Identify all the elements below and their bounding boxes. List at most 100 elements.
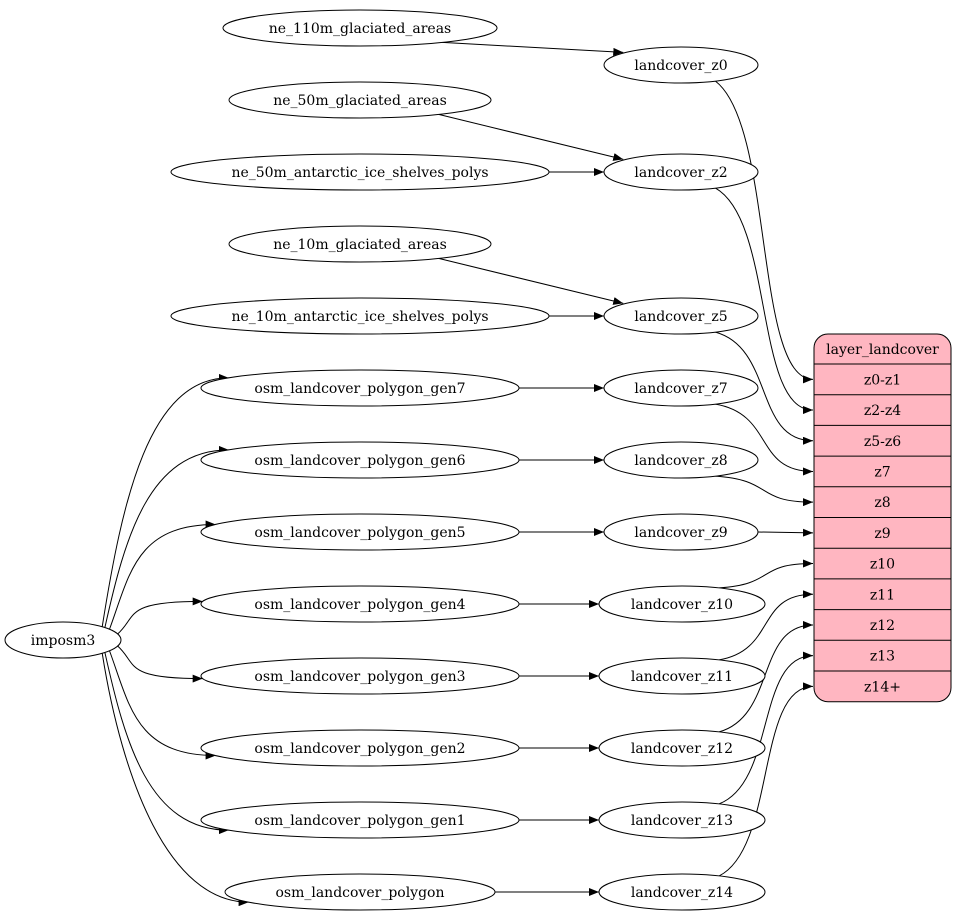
node-landcover-z5[interactable]: landcover_z5 — [603, 297, 759, 335]
node-landcover-z2[interactable]: landcover_z2 — [603, 153, 759, 191]
record-port-z12: z12 — [870, 618, 895, 634]
node-label: osm_landcover_polygon_gen4 — [254, 597, 465, 613]
node-landcover-z11[interactable]: landcover_z11 — [598, 657, 766, 695]
node-label: landcover_z8 — [634, 453, 727, 469]
node-ellipse — [603, 441, 759, 479]
node-osm-landcover-polygon-gen4[interactable]: osm_landcover_polygon_gen4 — [200, 585, 520, 623]
edge-imposm3-to-osm-landcover-polygon-gen1 — [104, 652, 229, 835]
node-landcover-z10[interactable]: landcover_z10 — [598, 585, 766, 623]
edge-landcover-z7-to-layer-landcover-z7 — [715, 403, 814, 476]
node-label: landcover_z0 — [634, 58, 727, 74]
record-port-z14+: z14+ — [864, 679, 901, 695]
node-landcover-z8[interactable]: landcover_z8 — [603, 441, 759, 479]
node-label: ne_10m_antarctic_ice_shelves_polys — [231, 309, 488, 325]
node-ellipse — [200, 369, 520, 407]
node-label: ne_10m_glaciated_areas — [273, 237, 447, 253]
record-port-z9: z9 — [874, 526, 890, 542]
node-label: osm_landcover_polygon_gen6 — [254, 453, 465, 469]
node-ellipse — [603, 297, 759, 335]
node-ellipse — [222, 9, 498, 47]
node-ellipse — [603, 153, 759, 191]
node-ellipse — [200, 585, 520, 623]
node-ellipse — [200, 441, 520, 479]
record-port-z0-z1: z0-z1 — [864, 372, 901, 388]
node-ellipse — [598, 585, 766, 623]
node-ellipse — [200, 801, 520, 839]
edge-landcover-z5-to-layer-landcover-z5-z6 — [715, 331, 814, 445]
node-ellipse — [200, 657, 520, 695]
node-ne-50m-glaciated-areas[interactable]: ne_50m_glaciated_areas — [228, 81, 492, 119]
node-label: landcover_z14 — [631, 885, 733, 901]
record-layer-landcover[interactable]: layer_landcoverz0-z1z2-z4z5-z6z7z8z9z10z… — [813, 333, 952, 703]
edge-ne-50m-glaciated-areas-to-landcover-z2 — [438, 113, 624, 161]
node-landcover-z14[interactable]: landcover_z14 — [598, 873, 766, 911]
node-label: landcover_z10 — [631, 597, 733, 613]
node-ellipse — [200, 729, 520, 767]
node-ne-10m-glaciated-areas[interactable]: ne_10m_glaciated_areas — [228, 225, 492, 263]
node-label: ne_50m_antarctic_ice_shelves_polys — [231, 165, 488, 181]
edge-landcover-z0-to-layer-landcover-z0-z1 — [715, 80, 814, 384]
node-label: landcover_z5 — [634, 309, 727, 325]
record-port-z2-z4: z2-z4 — [864, 403, 901, 419]
edge-landcover-z14-to-layer-landcover-z14+ — [718, 682, 814, 877]
node-ellipse — [598, 873, 766, 911]
edge-landcover-z8-to-layer-landcover-z8 — [715, 475, 814, 507]
edge-landcover-z12-to-layer-landcover-z12 — [718, 620, 814, 733]
node-ellipse — [598, 657, 766, 695]
edge-imposm3-to-osm-landcover-polygon-gen4 — [117, 597, 203, 635]
node-ellipse — [603, 46, 759, 84]
record-title: layer_landcover — [826, 342, 939, 358]
node-ellipse — [170, 153, 550, 191]
node-label: landcover_z2 — [634, 165, 727, 181]
record-port-z8: z8 — [874, 495, 890, 511]
node-ne-50m-antarctic-ice-shelves-polys[interactable]: ne_50m_antarctic_ice_shelves_polys — [170, 153, 550, 191]
edge-ne-10m-glaciated-areas-to-landcover-z5 — [438, 257, 624, 305]
node-label: landcover_z13 — [631, 813, 733, 829]
node-label: osm_landcover_polygon_gen2 — [254, 741, 465, 757]
edge-landcover-z9-to-layer-landcover-z9 — [757, 528, 814, 537]
edge-imposm3-to-osm-landcover-polygon-gen6 — [104, 445, 229, 628]
node-imposm3[interactable]: imposm3 — [4, 621, 122, 659]
node-ellipse — [228, 81, 492, 119]
node-label: osm_landcover_polygon_gen3 — [254, 669, 465, 685]
node-landcover-z13[interactable]: landcover_z13 — [598, 801, 766, 839]
node-landcover-z0[interactable]: landcover_z0 — [603, 46, 759, 84]
edge-imposm3-to-osm-landcover-polygon — [101, 653, 249, 907]
node-label: landcover_z7 — [634, 381, 727, 397]
node-osm-landcover-polygon[interactable]: osm_landcover_polygon — [224, 873, 496, 911]
record-port-z11: z11 — [870, 587, 895, 603]
edge-imposm3-to-osm-landcover-polygon-gen7 — [101, 373, 229, 627]
node-osm-landcover-polygon-gen7[interactable]: osm_landcover_polygon_gen7 — [200, 369, 520, 407]
record-port-z10: z10 — [870, 557, 895, 573]
node-ellipse — [598, 801, 766, 839]
node-landcover-z12[interactable]: landcover_z12 — [598, 729, 766, 767]
edge-landcover-z10-to-layer-landcover-z10 — [719, 559, 814, 589]
node-osm-landcover-polygon-gen6[interactable]: osm_landcover_polygon_gen6 — [200, 441, 520, 479]
node-label: osm_landcover_polygon — [275, 885, 444, 901]
node-ne-110m-glaciated-areas[interactable]: ne_110m_glaciated_areas — [222, 9, 498, 47]
node-osm-landcover-polygon-gen2[interactable]: osm_landcover_polygon_gen2 — [200, 729, 520, 767]
node-ne-10m-antarctic-ice-shelves-polys[interactable]: ne_10m_antarctic_ice_shelves_polys — [170, 297, 550, 335]
node-osm-landcover-polygon-gen3[interactable]: osm_landcover_polygon_gen3 — [200, 657, 520, 695]
node-ellipse — [200, 513, 520, 551]
node-label: osm_landcover_polygon_gen1 — [254, 813, 465, 829]
node-ellipse — [170, 297, 550, 335]
node-ellipse — [4, 621, 122, 659]
node-ellipse — [603, 513, 759, 551]
edge-landcover-z13-to-layer-landcover-z13 — [718, 651, 814, 805]
node-landcover-z7[interactable]: landcover_z7 — [603, 369, 759, 407]
node-label: osm_landcover_polygon_gen5 — [254, 525, 465, 541]
node-osm-landcover-polygon-gen1[interactable]: osm_landcover_polygon_gen1 — [200, 801, 520, 839]
node-label: imposm3 — [31, 633, 96, 649]
node-osm-landcover-polygon-gen5[interactable]: osm_landcover_polygon_gen5 — [200, 513, 520, 551]
edge-landcover-z2-to-layer-landcover-z2-z4 — [715, 187, 814, 415]
node-ellipse — [228, 225, 492, 263]
node-label: landcover_z11 — [631, 669, 733, 685]
edge-imposm3-to-osm-landcover-polygon-gen5 — [109, 520, 216, 630]
node-ellipse — [224, 873, 496, 911]
record-port-z5-z6: z5-z6 — [864, 434, 901, 450]
node-label: landcover_z12 — [631, 741, 733, 757]
node-landcover-z9[interactable]: landcover_z9 — [603, 513, 759, 551]
